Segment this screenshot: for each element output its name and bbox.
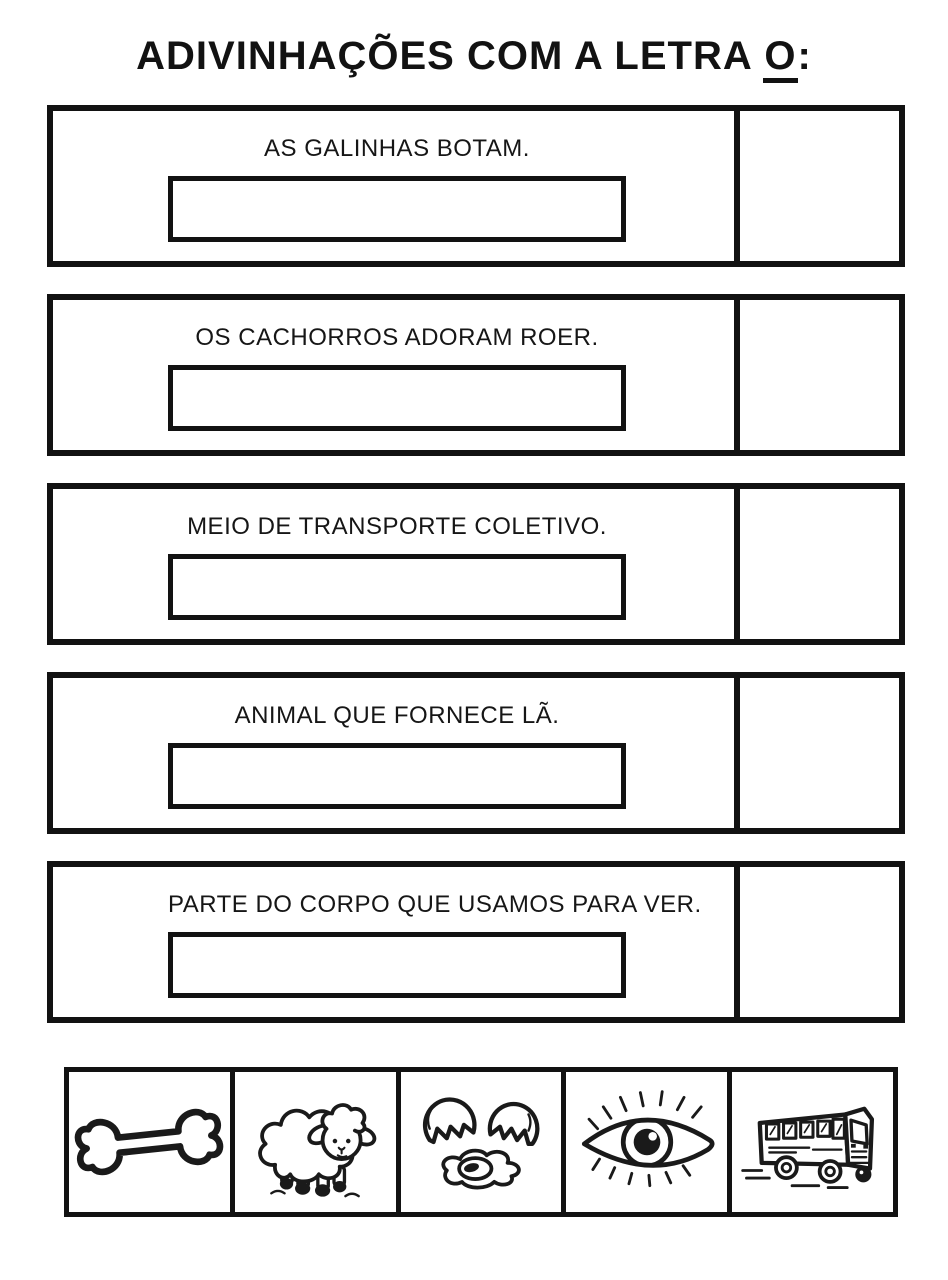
- riddle-answer-box[interactable]: [168, 932, 626, 998]
- riddle-answer-box[interactable]: [168, 554, 626, 620]
- sheep-icon: [239, 1075, 391, 1209]
- riddle-clue: MEIO DE TRANSPORTE COLETIVO.: [187, 513, 607, 540]
- riddle-answer-box[interactable]: [168, 176, 626, 242]
- riddle-row-5: PARTE DO CORPO QUE USAMOS PARA VER.: [47, 861, 905, 1023]
- riddle-clue: OS CACHORROS ADORAM ROER.: [195, 324, 599, 351]
- picture-card-eye: [566, 1072, 733, 1212]
- cracked-egg-icon: [405, 1075, 557, 1209]
- riddle-letter-cell[interactable]: [734, 111, 899, 261]
- picture-card-sheep: [235, 1072, 401, 1212]
- riddle-main-cell: PARTE DO CORPO QUE USAMOS PARA VER.: [53, 867, 734, 1017]
- riddle-main-cell: OS CACHORROS ADORAM ROER.: [53, 300, 734, 450]
- riddle-answer-box[interactable]: [168, 743, 626, 809]
- title-text: ADIVINHAÇÕES COM A LETRA: [136, 34, 752, 78]
- bone-icon: [73, 1075, 225, 1209]
- riddle-answer-box[interactable]: [168, 365, 626, 431]
- riddle-row-2: OS CACHORROS ADORAM ROER.: [47, 294, 905, 456]
- eye-icon: [571, 1075, 723, 1209]
- riddle-letter-cell[interactable]: [734, 300, 899, 450]
- riddle-row-4: ANIMAL QUE FORNECE LÃ.: [47, 672, 905, 834]
- title-letter-o: O: [763, 34, 798, 83]
- riddle-row-1: AS GALINHAS BOTAM.: [47, 105, 905, 267]
- riddle-row-3: MEIO DE TRANSPORTE COLETIVO.: [47, 483, 905, 645]
- picture-card-cracked-egg: [401, 1072, 567, 1212]
- riddle-main-cell: ANIMAL QUE FORNECE LÃ.: [53, 678, 734, 828]
- picture-card-bus: [732, 1072, 893, 1212]
- riddle-clue: ANIMAL QUE FORNECE LÃ.: [234, 702, 560, 729]
- riddle-letter-cell[interactable]: [734, 489, 899, 639]
- picture-strip: [64, 1067, 898, 1217]
- bus-icon: [737, 1075, 889, 1209]
- riddle-main-cell: AS GALINHAS BOTAM.: [53, 111, 734, 261]
- title-colon: :: [797, 34, 812, 78]
- riddle-clue: PARTE DO CORPO QUE USAMOS PARA VER.: [168, 891, 702, 918]
- picture-card-bone: [69, 1072, 235, 1212]
- page-title: ADIVINHAÇÕES COM A LETRA O:: [0, 0, 948, 83]
- riddle-rows: AS GALINHAS BOTAM. OS CACHORROS ADORAM R…: [0, 105, 948, 1023]
- riddle-clue: AS GALINHAS BOTAM.: [264, 135, 530, 162]
- riddle-main-cell: MEIO DE TRANSPORTE COLETIVO.: [53, 489, 734, 639]
- riddle-letter-cell[interactable]: [734, 678, 899, 828]
- riddle-letter-cell[interactable]: [734, 867, 899, 1017]
